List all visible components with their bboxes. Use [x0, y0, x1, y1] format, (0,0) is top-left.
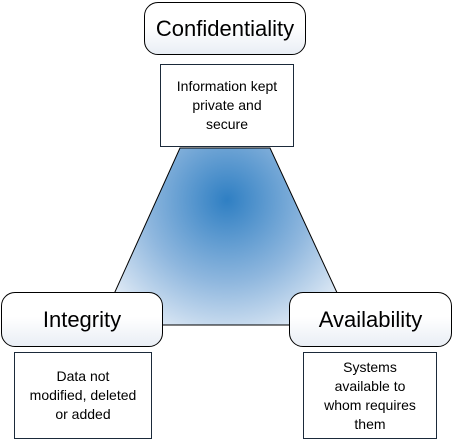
- integrity-label: Integrity: [42, 306, 122, 332]
- integrity-description: Data not modified, deleted or added: [29, 368, 137, 422]
- availability-label: Availability: [318, 306, 423, 332]
- confidentiality-description: Information kept private and secure: [176, 78, 278, 132]
- confidentiality-label: Confidentiality: [155, 15, 295, 41]
- integrity-description-box: Data not modified, deleted or added: [14, 352, 152, 439]
- availability-description-box: Systems available to whom requires them: [303, 352, 437, 439]
- availability-description: Systems available to whom requires them: [324, 358, 416, 432]
- integrity-node: Integrity: [1, 292, 163, 347]
- confidentiality-node: Confidentiality: [144, 2, 306, 55]
- availability-node: Availability: [289, 292, 452, 347]
- confidentiality-description-box: Information kept private and secure: [160, 64, 294, 147]
